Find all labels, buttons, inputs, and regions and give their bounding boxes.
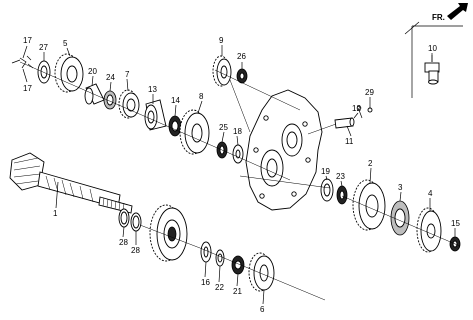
part-3-bearing: [390, 200, 410, 236]
callout-8: 8: [199, 92, 204, 101]
part-14-hub: [168, 115, 182, 137]
part-8-gear: [179, 109, 210, 155]
callout-23: 23: [336, 172, 345, 181]
transmission-case-plate: [245, 89, 323, 211]
part-28-ring-a: [118, 208, 130, 228]
callout-14: 14: [171, 96, 180, 105]
callout-25: 25: [219, 123, 228, 132]
part-7-gear: [118, 89, 140, 119]
inset-part-10: [404, 21, 463, 98]
callout-17-top: 17: [23, 36, 32, 45]
part-18-washer: [232, 144, 244, 164]
part-23-bearing: [336, 185, 348, 205]
callout-24: 24: [106, 73, 115, 82]
callout-labels: 17 17 27 5 20 24 7 13 14 8 25 18 9 26 10…: [23, 36, 460, 314]
callout-20: 20: [88, 67, 97, 76]
part-11-pin: [334, 117, 355, 129]
callout-6: 6: [260, 305, 265, 314]
callout-15: 15: [451, 219, 460, 228]
part-20-sleeve: [84, 83, 105, 105]
callout-7: 7: [125, 70, 130, 79]
callout-28-left: 28: [119, 238, 128, 247]
part-10-pin: [424, 62, 440, 85]
part-24-bearing: [103, 90, 117, 110]
callout-12: 12: [352, 104, 361, 113]
front-direction-label: FR.: [432, 13, 445, 22]
callout-1: 1: [53, 209, 58, 218]
callout-22: 22: [215, 283, 224, 292]
part-6-gear: [248, 252, 275, 292]
callout-2: 2: [368, 159, 373, 168]
callout-4: 4: [428, 189, 433, 198]
part-1-mainshaft: [9, 152, 133, 214]
front-arrow-icon: [447, 3, 468, 20]
callout-10: 10: [428, 44, 437, 53]
assembly-axis-lines: [19, 61, 461, 301]
large-hub-assembly: [149, 204, 188, 262]
part-9-gear: [212, 55, 232, 87]
callout-28-right: 28: [131, 246, 140, 255]
callout-29: 29: [365, 88, 374, 97]
part-16-washer: [200, 241, 212, 263]
part-26-bearing: [236, 68, 248, 84]
callout-27: 27: [39, 43, 48, 52]
callout-11: 11: [345, 137, 354, 146]
part-19-bearing: [320, 178, 334, 202]
callout-16: 16: [201, 278, 210, 287]
part-17-clips: [11, 55, 34, 69]
leader-lines: [22, 45, 456, 305]
part-27-ring: [37, 60, 51, 84]
callout-5: 5: [63, 39, 68, 48]
callout-13: 13: [148, 85, 157, 94]
part-13-synchro: [144, 99, 167, 131]
part-4-gear: [416, 207, 442, 253]
callout-21: 21: [233, 287, 242, 296]
part-12-part: [356, 105, 363, 119]
part-21-bearing: [231, 255, 245, 275]
part-29-part: [367, 107, 373, 113]
callout-19: 19: [321, 167, 330, 176]
front-direction-indicator: FR.: [432, 3, 468, 22]
callout-18: 18: [233, 127, 242, 136]
part-28-ring-b: [130, 212, 142, 232]
part-22-washer: [215, 249, 225, 267]
part-5-gear: [54, 53, 84, 93]
callout-3: 3: [398, 183, 403, 192]
callout-17-bottom: 17: [23, 84, 32, 93]
callout-9: 9: [219, 36, 224, 45]
callout-26: 26: [237, 52, 246, 61]
part-2-gear: [352, 179, 386, 231]
